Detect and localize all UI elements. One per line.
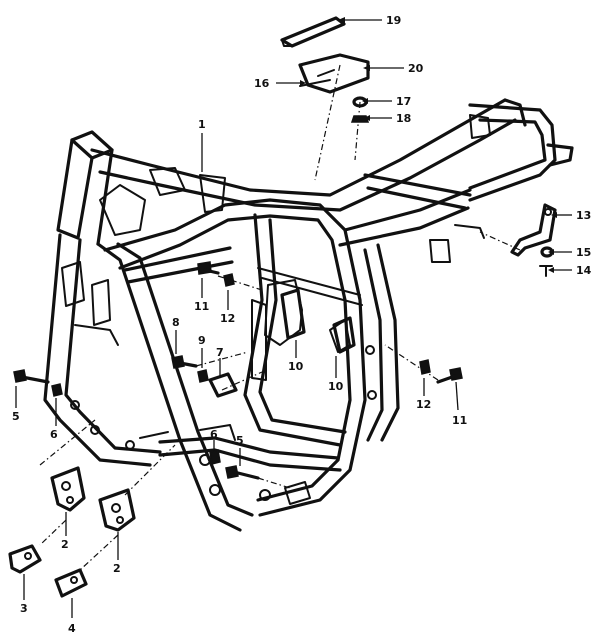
callout-6-center: 6 [210,428,218,441]
part-11-bolt-upper [197,261,220,275]
part-5-bolt-left [13,369,50,384]
part-12-collar-right [419,359,431,375]
callout-14: 14 [576,264,592,277]
callout-7: 7 [216,346,224,359]
part-18-nut [350,115,370,123]
part-11-bolt-right [436,367,463,384]
part-10-plate-left [280,288,306,340]
callout-17: 17 [396,95,411,108]
part-5-bolt-center [225,465,260,480]
part-6-nut-left [51,383,63,397]
callout-15: 15 [576,246,591,259]
callout-3: 3 [20,602,28,615]
part-2-plate-center [98,488,136,532]
callout-13: 13 [576,209,591,222]
callout-11-right: 11 [452,414,467,427]
callout-6-left: 6 [50,428,58,441]
part-19-strap [280,16,346,48]
part-2-plate-left [50,466,86,512]
part-4-bracket [54,568,88,598]
callout-5-center: 5 [236,434,244,447]
callout-labels: 1 2 2 3 4 5 5 6 6 7 8 9 10 10 11 11 12 1… [12,14,592,635]
callout-10-right: 10 [328,380,344,393]
callout-20: 20 [408,62,424,75]
part-13-bracket [510,203,557,257]
callout-10-left: 10 [288,360,304,373]
part-6-nut-center [209,449,221,465]
part-14-bolt [539,265,553,277]
callout-9: 9 [198,334,206,347]
callout-12-upper: 12 [220,312,235,325]
part-3-bracket [8,544,42,574]
part-10-plate-right [332,316,356,354]
callout-16: 16 [254,77,270,90]
part-7-bracket [208,372,238,398]
callout-19: 19 [386,14,401,27]
assembly-lines [39,64,521,571]
part-20-cover [298,53,370,94]
part-8-bolt [171,355,198,369]
callout-1: 1 [198,118,206,131]
part-12-collar-upper [223,273,235,287]
part-9-nut [197,369,209,383]
callout-8: 8 [172,316,180,329]
part-16-pad [299,79,331,87]
callout-2-center: 2 [113,562,121,575]
leader-lines [15,17,572,618]
main-frame [43,98,574,532]
callout-4: 4 [68,622,76,635]
callout-2-left: 2 [61,538,69,551]
callout-18: 18 [396,112,411,125]
callout-12-right: 12 [416,398,431,411]
callout-11-upper: 11 [194,300,209,313]
callout-5-left: 5 [12,410,20,423]
